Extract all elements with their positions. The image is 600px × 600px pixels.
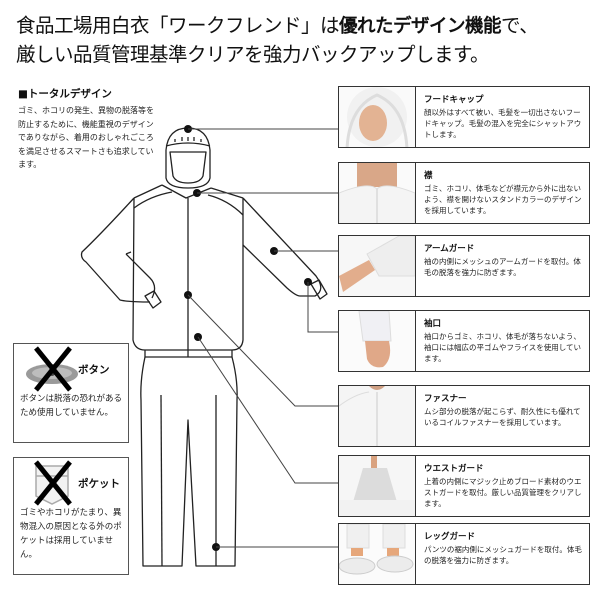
hood-photo bbox=[339, 87, 416, 147]
intro-title: ■トータルデザイン bbox=[18, 88, 112, 100]
no-button-box: ボタン ボタンは脱落の恐れがあるため使用していません。 bbox=[13, 343, 129, 443]
feature-text: ゴミ、ホコリ、体毛などが襟元から外に出ないよう、襟を開けないスタンドカラーのデザ… bbox=[424, 184, 582, 215]
headline-line1-end: で、 bbox=[501, 14, 539, 37]
collar-photo bbox=[339, 163, 416, 223]
headline: 食品工場用白衣「ワークフレンド」は優れたデザイン機能で、 厳しい品質管理基準クリ… bbox=[16, 12, 596, 69]
no-pocket-title: ポケット bbox=[78, 478, 120, 490]
no-pocket-text: ゴミやホコリがたまり、異物混入の原因となる外のポケットは採用していません。 bbox=[20, 508, 122, 560]
feature-title: ウエストガード bbox=[424, 464, 484, 474]
intro-text: ゴミ、ホコリの発生、異物の脱落等を防止するために、機能重視のデザインでありながら… bbox=[18, 106, 154, 169]
feature-panel-arm-guard: アームガード 袖の内側にメッシュのアームガードを取付。体毛の脱落を強力に防ぎます… bbox=[338, 235, 590, 297]
no-button-title: ボタン bbox=[78, 364, 110, 376]
no-button-text: ボタンは脱落の恐れがあるため使用していません。 bbox=[20, 394, 123, 418]
feature-text: パンツの裾内側にメッシュガードを取付。体毛の脱落を強力に防ぎます。 bbox=[424, 545, 582, 565]
feature-panel-leg-guard: レッグガード パンツの裾内側にメッシュガードを取付。体毛の脱落を強力に防ぎます。 bbox=[338, 523, 590, 585]
leg-guard-photo bbox=[339, 524, 416, 584]
headline-line1: 食品工場用白衣「ワークフレンド」は bbox=[16, 14, 340, 37]
feature-title: 襟 bbox=[424, 171, 433, 181]
feature-text: ムシ部分の脱落が起こらず、耐久性にも優れているコイルファスナーを採用しています。 bbox=[424, 407, 581, 427]
feature-panel-zipper: ファスナー ムシ部分の脱落が起こらず、耐久性にも優れているコイルファスナーを採用… bbox=[338, 385, 590, 447]
feature-panel-waist-guard: ウエストガード 上着の内側にマジック止めブロード素材のウエストガードを取付。厳し… bbox=[338, 455, 590, 517]
arm-guard-photo bbox=[339, 236, 416, 296]
zipper-photo bbox=[339, 386, 416, 446]
feature-text: 上着の内側にマジック止めブロード素材のウエストガードを取付。厳しい品質管理をクリ… bbox=[424, 477, 582, 508]
feature-panel-hood: フードキャップ 顔以外はすべて被い、毛髪を一切出さないフードキャップ。毛髪の混入… bbox=[338, 86, 590, 148]
cuff-photo bbox=[339, 311, 416, 371]
feature-text: 顔以外はすべて被い、毛髪を一切出さないフードキャップ。毛髪の混入を完全にシャット… bbox=[424, 108, 582, 139]
button-crossed-icon bbox=[26, 346, 78, 392]
feature-panel-cuff: 袖口 袖口からゴミ、ホコリ、体毛が落ちないよう、袖口には幅広の平ゴムやフライスを… bbox=[338, 310, 590, 372]
feature-title: 袖口 bbox=[424, 319, 442, 329]
feature-text: 袖の内側にメッシュのアームガードを取付。体毛の脱落を強力に防ぎます。 bbox=[424, 257, 581, 277]
hood-outline bbox=[165, 127, 211, 189]
feature-panel-collar: 襟 ゴミ、ホコリ、体毛などが襟元から外に出ないよう、襟を開けないスタンドカラーの… bbox=[338, 162, 590, 224]
feature-title: アームガード bbox=[424, 244, 475, 254]
feature-title: レッグガード bbox=[424, 532, 476, 542]
pocket-crossed-icon bbox=[34, 460, 72, 506]
feature-title: ファスナー bbox=[424, 394, 467, 404]
no-pocket-box: ポケット ゴミやホコリがたまり、異物混入の原因となる外のポケットは採用していませ… bbox=[13, 457, 129, 575]
headline-line2: 厳しい品質管理基準クリアを強力バックアップします。 bbox=[16, 43, 490, 66]
intro-block: ■トータルデザイン ゴミ、ホコリの発生、異物の脱落等を防止するために、機能重視の… bbox=[18, 86, 158, 172]
feature-title: フードキャップ bbox=[424, 95, 484, 105]
feature-text: 袖口からゴミ、ホコリ、体毛が落ちないよう、袖口には幅広の平ゴムやフライスを使用し… bbox=[424, 332, 582, 363]
waist-guard-photo bbox=[339, 456, 416, 516]
headline-emphasis: 優れたデザイン機能 bbox=[339, 16, 502, 37]
